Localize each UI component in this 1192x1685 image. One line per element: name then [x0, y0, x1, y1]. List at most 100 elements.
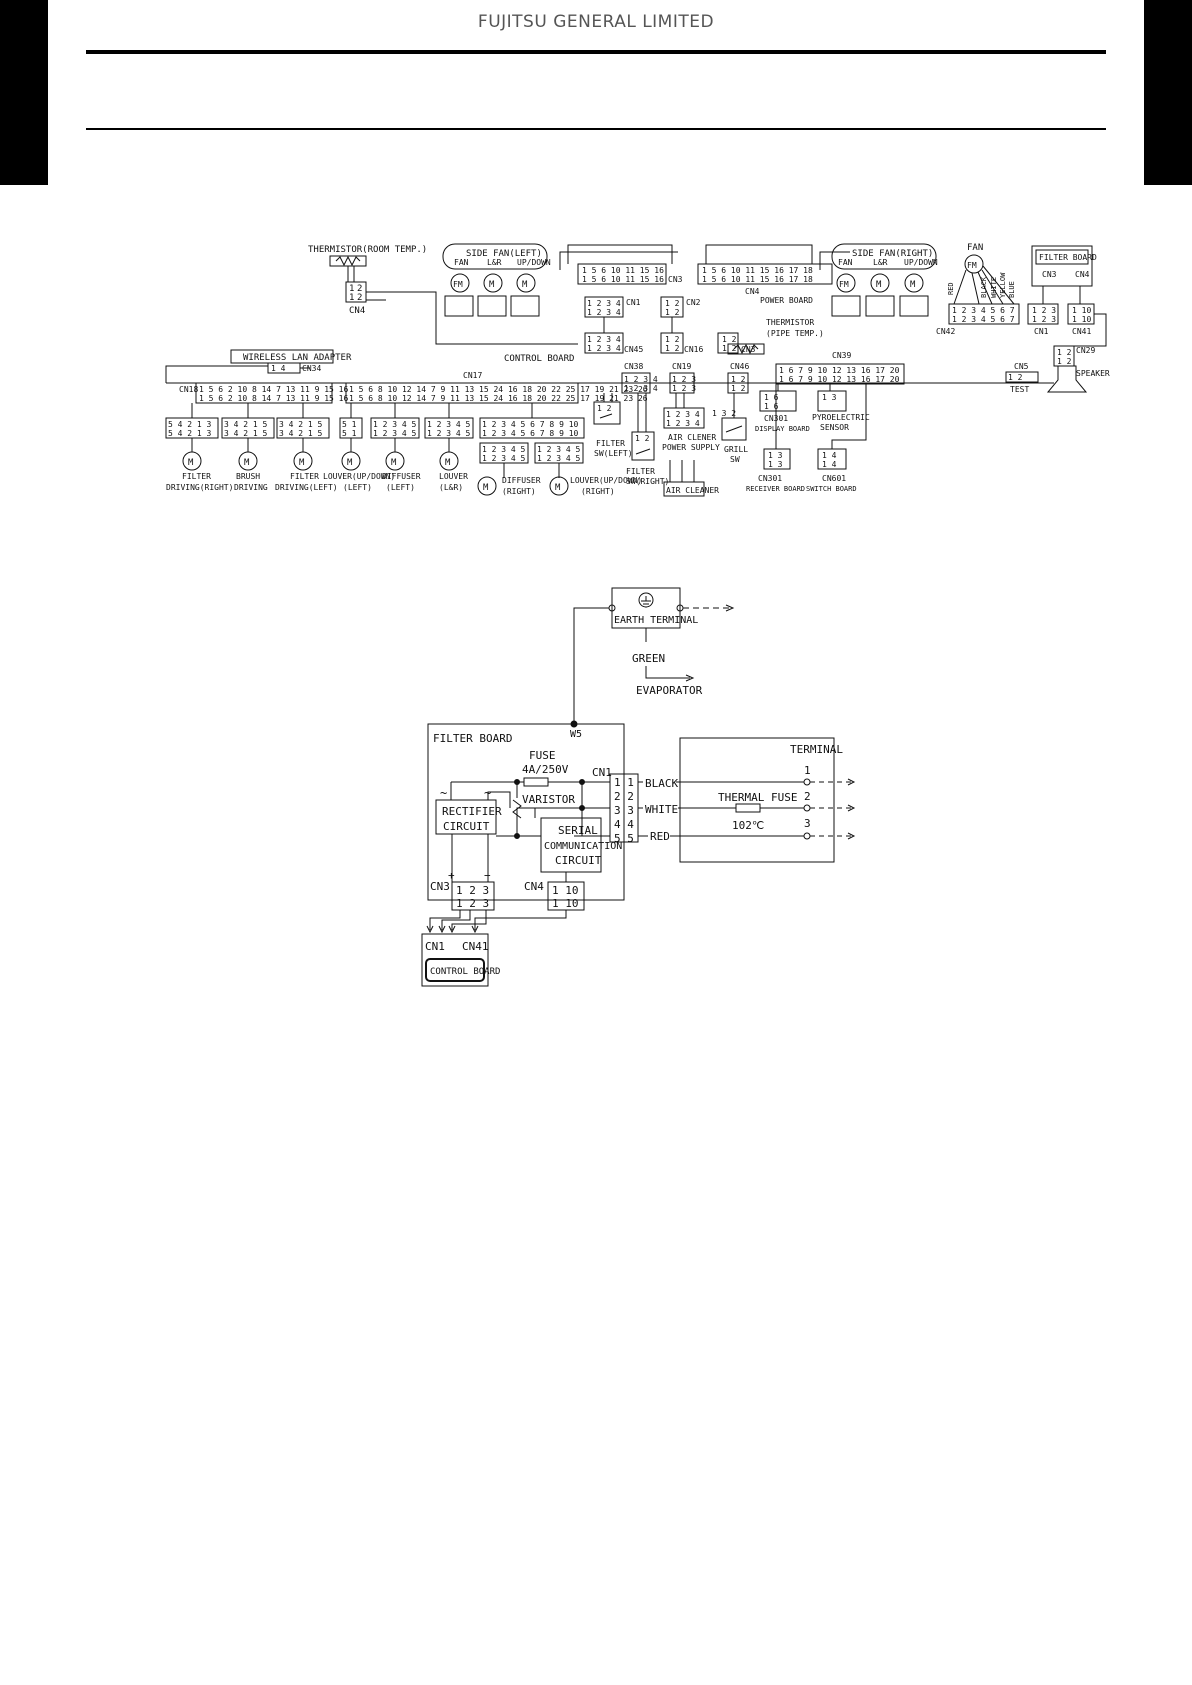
svg-text:+: +	[448, 869, 455, 882]
svg-text:1 2 3 4: 1 2 3 4	[624, 384, 658, 393]
svg-text:CN38: CN38	[624, 362, 643, 371]
svg-text:AIR CLEANER: AIR CLEANER	[666, 486, 719, 495]
filter-cn3-label: CN3	[430, 880, 450, 893]
svg-text:5 1: 5 1	[342, 429, 357, 438]
white-wire-label: WHITE	[645, 803, 678, 816]
page-side-tab-left	[0, 0, 48, 185]
air-cleaner-box	[663, 481, 705, 497]
svg-text:BLACK: BLACK	[980, 276, 988, 298]
svg-text:2: 2	[357, 293, 362, 303]
evaporator-label: EVAPORATOR	[636, 684, 703, 697]
svg-text:1 2 3: 1 2 3	[1032, 315, 1056, 324]
terminal-3	[803, 832, 811, 840]
svg-text:M: M	[483, 483, 489, 493]
svg-text:1 2 3 4 5 6 7 8 9 10: 1 2 3 4 5 6 7 8 9 10	[482, 420, 579, 429]
svg-text:SERIAL: SERIAL	[558, 824, 598, 837]
control-board-label-frame	[425, 958, 485, 982]
svg-text:CN16: CN16	[684, 345, 703, 354]
svg-text:CN19: CN19	[672, 362, 691, 371]
fuse-symbol	[523, 777, 549, 787]
svg-text:M: M	[555, 483, 561, 493]
svg-text:1 2: 1 2	[665, 344, 680, 353]
svg-text:CN4: CN4	[745, 287, 760, 296]
svg-text:1: 1	[349, 284, 354, 294]
svg-text:CN4: CN4	[1075, 270, 1090, 279]
svg-text:1 5 6 10 11 15 16 17 18: 1 5 6 10 11 15 16 17 18	[702, 275, 813, 284]
svg-text:CN34: CN34	[302, 364, 321, 373]
svg-text:1 4: 1 4	[822, 451, 837, 460]
power-board-label: POWER BOARD	[760, 296, 813, 305]
black-wire-label: BLACK	[645, 777, 678, 790]
svg-text:1 2 3 4: 1 2 3 4	[587, 308, 621, 317]
filter-driving-right-motor-icon	[182, 451, 202, 471]
svg-text:1 5 6 8 10 12 14 7 9 11 13 15: 1 5 6 8 10 12 14 7 9 11 13 15 24 16 18 2…	[349, 385, 648, 394]
thermal-fuse-symbol	[735, 803, 761, 813]
svg-text:CN17: CN17	[463, 371, 482, 380]
svg-text:FM: FM	[967, 261, 977, 270]
svg-text:YELLOW: YELLOW	[999, 272, 1007, 298]
cn3-connector	[577, 263, 667, 285]
svg-text:1 1: 1 1	[614, 776, 634, 789]
svg-text:2 2: 2 2	[614, 790, 634, 803]
svg-text:1 5 6 10 11 15 16 17 18: 1 5 6 10 11 15 16 17 18	[702, 266, 813, 275]
side-fan-left-box	[442, 243, 548, 270]
svg-text:1 2 3 4: 1 2 3 4	[587, 299, 621, 308]
svg-text:1 6: 1 6	[764, 402, 779, 411]
svg-text:1 2 3: 1 2 3	[672, 384, 696, 393]
svg-text:UP/DOWN: UP/DOWN	[517, 258, 551, 267]
speaker-label: SPEAKER	[1076, 369, 1110, 378]
svg-text:1 2: 1 2	[665, 335, 680, 344]
header-rule-thick	[86, 50, 1106, 54]
thermal-fuse-rating: 102℃	[732, 819, 764, 832]
fuse-label: FUSE	[529, 749, 556, 762]
svg-text:(L&R): (L&R)	[439, 483, 463, 492]
svg-text:RECEIVER BOARD: RECEIVER BOARD	[746, 485, 805, 493]
svg-text:CN1: CN1	[1034, 327, 1049, 336]
svg-text:M: M	[188, 458, 194, 468]
svg-text:2: 2	[357, 284, 362, 294]
red-wire-label: RED	[650, 830, 670, 843]
svg-text:3 3: 3 3	[614, 804, 634, 817]
svg-text:1 2 3: 1 2 3	[672, 375, 696, 384]
thermal-fuse-label: THERMAL FUSE	[718, 791, 797, 804]
side-fan-left-title: SIDE FAN(LEFT)	[466, 249, 542, 259]
svg-text:CN1: CN1	[425, 940, 445, 953]
filter-cn1-label: CN1	[592, 766, 612, 779]
svg-text:L&R: L&R	[873, 258, 888, 267]
svg-text:M: M	[910, 280, 916, 290]
svg-text:1 2 3: 1 2 3	[456, 884, 489, 897]
svg-text:3 4 2 1 5: 3 4 2 1 5	[279, 429, 323, 438]
svg-text:LOUVER: LOUVER	[439, 472, 468, 481]
filter-sw-left-box	[593, 401, 621, 425]
side-fan-left-fm-icon	[450, 273, 470, 293]
svg-text:1 2: 1 2	[1057, 348, 1072, 357]
svg-text:FM: FM	[453, 280, 463, 289]
svg-text:1 4: 1 4	[822, 460, 837, 469]
earth-terminal-label: EARTH TERMINAL	[614, 615, 698, 626]
svg-text:CN46: CN46	[730, 362, 749, 371]
svg-text:DRIVING(LEFT): DRIVING(LEFT)	[275, 483, 338, 492]
svg-text:1 3: 1 3	[822, 393, 837, 402]
svg-text:FILTER: FILTER	[626, 467, 655, 476]
svg-text:COMMUNICATION: COMMUNICATION	[544, 841, 622, 852]
green-wire-label: GREEN	[632, 652, 665, 665]
svg-text:SW(LEFT): SW(LEFT)	[594, 449, 633, 458]
svg-text:DRIVING(RIGHT): DRIVING(RIGHT)	[166, 483, 233, 492]
diffuser-right-motor-icon	[477, 476, 497, 496]
filter-driving-left-motor-icon	[293, 451, 313, 471]
svg-text:FM: FM	[839, 280, 849, 289]
svg-text:1 2: 1 2	[665, 308, 680, 317]
side-fan-right-lr-motor-icon	[870, 273, 890, 293]
svg-text:CIRCUIT: CIRCUIT	[555, 854, 602, 867]
svg-text:CN41: CN41	[1072, 327, 1091, 336]
cn39-connector	[775, 363, 905, 385]
cn38-connector	[621, 372, 651, 394]
svg-text:1 10: 1 10	[552, 897, 579, 910]
svg-text:1 2 3 4: 1 2 3 4	[587, 335, 621, 344]
cn3-thermistor-connector	[717, 332, 739, 354]
svg-text:1 10: 1 10	[1072, 315, 1091, 324]
svg-text:1 5 6 10 11 15 16: 1 5 6 10 11 15 16	[582, 266, 664, 275]
svg-text:(LEFT): (LEFT)	[343, 483, 372, 492]
svg-text:1 2 3 4 5: 1 2 3 4 5	[373, 429, 417, 438]
